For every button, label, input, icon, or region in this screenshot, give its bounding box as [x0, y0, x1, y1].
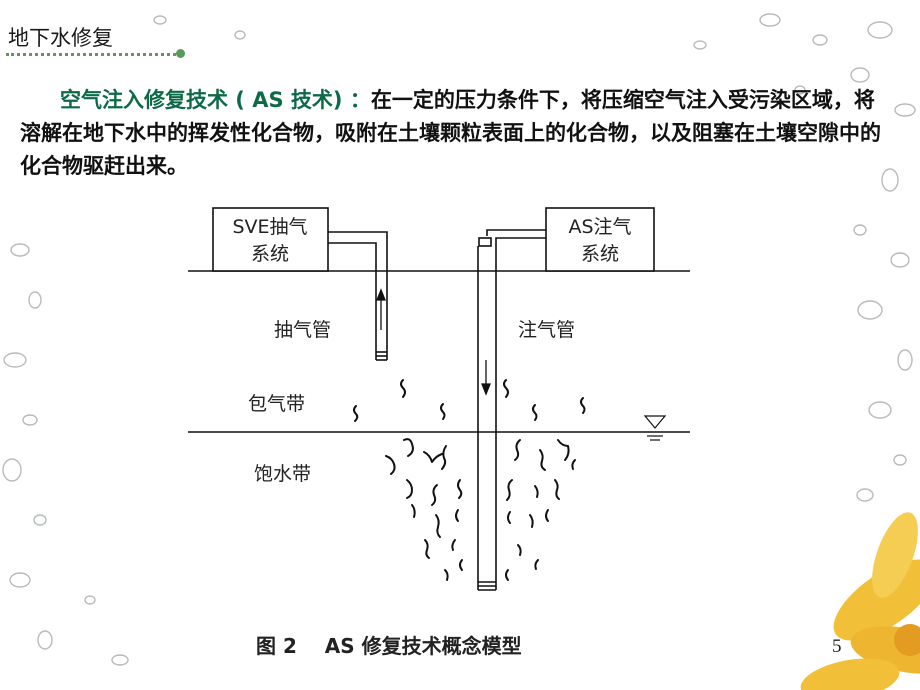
injection-pipe-label: 注气管 [518, 319, 575, 341]
page-number: 5 [832, 636, 842, 657]
as-system-box [545, 207, 655, 272]
extraction-flow-arrow [376, 288, 386, 330]
sve-box-line2: 系统 [251, 243, 289, 265]
extraction-pipe-label: 抽气管 [274, 319, 331, 341]
figure-caption: 图 2 AS 修复技术概念模型 [256, 634, 522, 658]
section-title: 地下水修复 [8, 26, 113, 50]
injection-flow-arrow [481, 360, 491, 396]
air-bubble-squiggles [353, 379, 586, 581]
title-underline-dot [176, 49, 185, 58]
title-underline [6, 53, 182, 56]
sve-box-line1: SVE抽气 [232, 216, 307, 238]
injection-pipe [477, 229, 546, 591]
technique-term: 空气注入修复技术 ( AS 技术) ： [60, 88, 371, 112]
extraction-pipe [328, 231, 388, 361]
sve-system-box [212, 207, 329, 272]
as-box-line1: AS注气 [568, 216, 631, 238]
as-box-line2: 系统 [581, 243, 619, 265]
vadose-zone-label: 包气带 [248, 393, 305, 415]
intro-paragraph: 空气注入修复技术 ( AS 技术) ：在一定的压力条件下，将压缩空气注入受污染区… [20, 84, 888, 183]
water-table-symbol [643, 415, 667, 441]
technique-description: 在一定的压力条件下，将压缩空气注入受污染区域，将溶解在地下水中的挥发性化合物，吸… [20, 88, 881, 178]
saturated-zone-label: 饱水带 [254, 463, 311, 485]
